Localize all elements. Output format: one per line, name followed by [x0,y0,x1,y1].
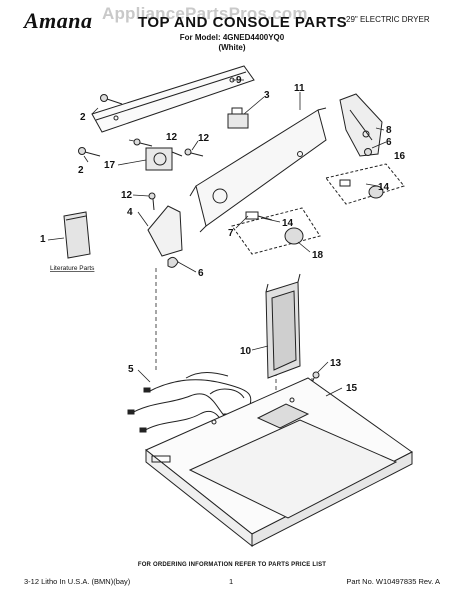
part-top-panel [145,377,413,548]
color-line: (White) [218,43,246,52]
part-literature [63,211,91,259]
brand-logo: Amana [24,8,93,33]
part-rear-bracket [91,65,255,133]
part-timer-switch [145,147,183,171]
page-title: TOP AND CONSOLE PARTS [138,14,348,31]
callout-3: 3 [264,90,270,101]
literature-label: Literature Parts [50,265,95,272]
ordering-note: FOR ORDERING INFORMATION REFER TO PARTS … [137,562,327,568]
callout-15: 15 [346,383,358,394]
part-clip-6 [364,148,372,156]
part-switch-3 [227,107,249,129]
product-subtitle: 29" ELECTRIC DRYER [346,15,430,24]
part-knob-group-18 [231,207,321,255]
callout-14a: 14 [378,182,390,193]
callout-2b: 2 [78,165,84,176]
callout-2a: 2 [80,112,86,123]
callout-7: 7 [228,228,234,239]
callout-6a: 6 [386,137,392,148]
callout-13: 13 [330,358,342,369]
callout-11: 11 [294,83,305,94]
callout-14b: 14 [282,218,294,229]
callout-17: 17 [104,160,116,171]
part-lint-filter [265,273,301,379]
watermark: AppliancePartsPros.com [102,4,308,23]
part-knob-group-16 [325,163,405,205]
leader-lines [47,79,387,397]
part-screw-12c [148,192,156,211]
part-screw-2a [100,94,123,105]
part-knob-16 [339,179,384,199]
callout-8: 8 [386,125,392,136]
part-console-panel [189,107,327,233]
callout-9: 9 [236,75,242,86]
part-end-cap [339,93,383,157]
part-console-end [147,205,183,257]
part-knob-18 [245,211,304,245]
callouts: 1 2 2 3 4 5 6 6 7 8 9 10 11 12 12 12 13 … [40,75,406,394]
litho-info: 3-12 Litho In U.S.A. (BMN)(bay) [24,577,131,586]
callout-6b: 6 [198,268,204,279]
page-number: 1 [229,577,234,586]
callout-4: 4 [127,207,133,218]
part-screw-12a [133,138,153,147]
callout-12c: 12 [121,190,133,201]
part-screw-2b [78,147,101,157]
model-line: For Model: 4GNED4400YQ0 [179,33,285,42]
callout-12a: 12 [166,132,178,143]
callout-18: 18 [312,250,324,261]
callout-10: 10 [240,346,252,357]
line-art [47,65,413,548]
callout-16: 16 [394,151,406,162]
callout-12b: 12 [198,133,210,144]
part-clip-6b [167,256,179,268]
part-number: Part No. W10497835 Rev. A [346,577,440,586]
part-screw-12b [184,148,204,157]
callout-1: 1 [40,234,46,245]
callout-5: 5 [128,364,134,375]
